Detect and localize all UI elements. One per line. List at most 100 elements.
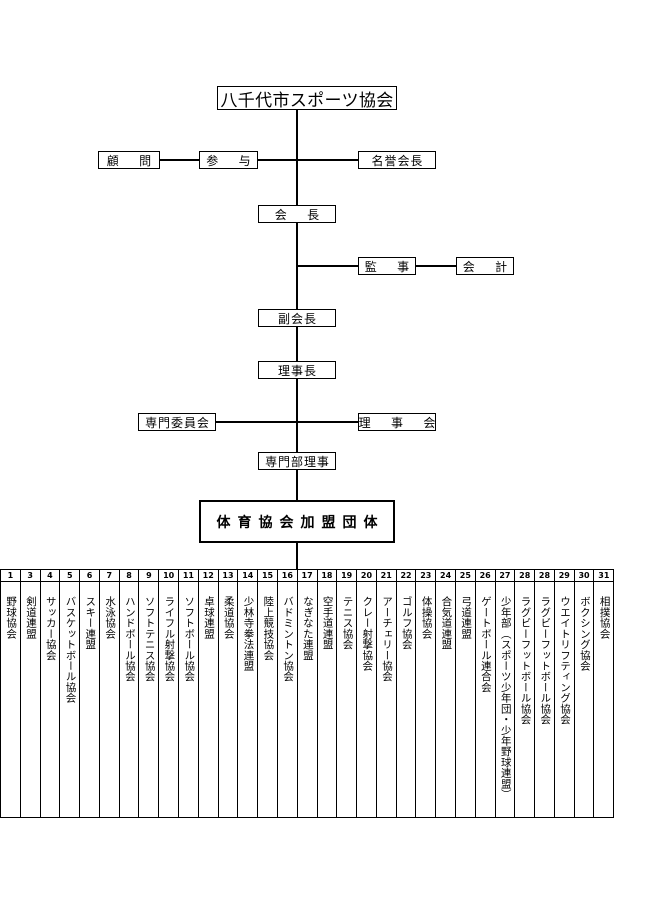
member-name: ソフトボール協会 xyxy=(183,596,196,682)
member-name: 弓道連盟 xyxy=(460,596,473,639)
member-number: 17 xyxy=(297,570,317,582)
member-column: 26 ゲートボール連合会 xyxy=(474,570,495,817)
member-number: 18 xyxy=(317,570,337,582)
member-number: 7 xyxy=(99,570,119,582)
member-column: 22 ゴルフ協会 xyxy=(395,570,416,817)
member-number: 30 xyxy=(574,570,594,582)
president-box: 会 長 xyxy=(258,205,336,223)
member-name: ゴルフ協会 xyxy=(400,596,413,650)
member-column: 21 アーチェリー協会 xyxy=(375,570,396,817)
advisor-box: 顧 問 xyxy=(98,151,160,169)
member-name: 空手道連盟 xyxy=(321,596,334,650)
member-name: なぎなた連盟 xyxy=(301,596,314,661)
member-number: 13 xyxy=(218,570,238,582)
member-number: 31 xyxy=(594,570,614,582)
dept-director-box: 専門部理事 xyxy=(258,452,336,470)
member-column: 11 ソフトボール協会 xyxy=(178,570,198,817)
member-name: ボクシング協会 xyxy=(578,596,591,671)
member-name: ウエイトリフティング協会 xyxy=(559,596,572,725)
member-name: 水泳協会 xyxy=(104,596,117,639)
member-name: サッカー協会 xyxy=(44,596,57,661)
board-box: 理 事 会 xyxy=(358,413,436,431)
member-number: 11 xyxy=(179,570,198,582)
member-number: 24 xyxy=(436,570,455,582)
member-number: 28 xyxy=(535,570,554,582)
member-column: 13 柔道協会 xyxy=(217,570,238,817)
member-name: 卓球連盟 xyxy=(202,596,215,639)
member-name: ハンドボール協会 xyxy=(123,596,136,682)
auditor-box: 監 事 xyxy=(358,257,416,275)
member-number: 6 xyxy=(80,570,99,582)
member-name: スキー連盟 xyxy=(84,596,97,650)
member-name: アーチェリー協会 xyxy=(381,596,393,682)
member-column: 1 野球協会 xyxy=(1,570,20,817)
member-number: 12 xyxy=(198,570,218,582)
federations-box: 体育協会加盟団体 xyxy=(199,500,395,543)
member-column: 24 合気道連盟 xyxy=(435,570,455,817)
member-column: 3 剣道連盟 xyxy=(19,570,40,817)
honorary-president-box: 名誉会長 xyxy=(358,151,436,169)
member-number: 20 xyxy=(357,570,376,582)
member-number: 28 xyxy=(515,570,535,582)
member-column: 4 サッカー協会 xyxy=(39,570,60,817)
member-name: 剣道連盟 xyxy=(24,596,37,639)
member-column: 16 バドミントン協会 xyxy=(276,570,297,817)
member-column: 31 相撲協会 xyxy=(593,570,614,817)
member-column: 7 水泳協会 xyxy=(98,570,119,817)
member-number: 25 xyxy=(455,570,475,582)
member-name: ラグビーフットボール協会 xyxy=(519,596,532,725)
committee-box: 専門委員会 xyxy=(138,413,216,431)
member-name: 相撲協会 xyxy=(598,596,611,639)
member-name: ソフトテニス協会 xyxy=(143,596,156,682)
member-number: 16 xyxy=(277,570,297,582)
member-name: テニス協会 xyxy=(341,596,354,650)
member-name: バスケットボール協会 xyxy=(64,596,77,704)
member-name: 合気道連盟 xyxy=(440,596,453,650)
member-number: 8 xyxy=(119,570,139,582)
member-name: 少年部（スポーツ少年団・少年野球連盟） xyxy=(499,596,512,800)
member-number: 26 xyxy=(475,570,495,582)
member-column: 28 ラグビーフットボール協会 xyxy=(534,570,554,817)
member-number: 14 xyxy=(238,570,258,582)
member-number: 1 xyxy=(1,570,20,582)
member-name: バドミントン協会 xyxy=(282,596,295,682)
member-number: 19 xyxy=(337,570,357,582)
member-number: 15 xyxy=(258,570,277,582)
member-name: ライフル射撃協会 xyxy=(163,596,176,682)
member-column: 18 空手道連盟 xyxy=(316,570,337,817)
member-number: 23 xyxy=(416,570,436,582)
chairman-box: 理事長 xyxy=(258,361,336,379)
member-column: 20 クレー射撃協会 xyxy=(356,570,376,817)
member-number: 5 xyxy=(60,570,80,582)
member-name: ゲートボール連合会 xyxy=(479,596,492,693)
accountant-box: 会 計 xyxy=(456,257,514,275)
member-column: 12 卓球連盟 xyxy=(197,570,218,817)
member-organizations-table: 1 野球協会 3 剣道連盟 4 サッカー協会 5 バスケットボール協会 6 スキー連盟 7 水泳協会 8… xyxy=(0,569,614,818)
councilor-box: 参 与 xyxy=(199,151,258,169)
org-top-box: 八千代市スポーツ協会 xyxy=(217,86,397,111)
member-name: 野球協会 xyxy=(5,596,18,639)
member-name: ラグビーフットボール協会 xyxy=(539,596,552,725)
member-number: 22 xyxy=(396,570,416,582)
vice-president-box: 副会長 xyxy=(258,309,336,327)
member-column: 29 ウエイトリフティング協会 xyxy=(553,570,574,817)
member-column: 17 なぎなた連盟 xyxy=(296,570,317,817)
member-column: 28 ラグビーフットボール協会 xyxy=(514,570,535,817)
member-column: 10 ライフル射撃協会 xyxy=(158,570,179,817)
member-number: 21 xyxy=(376,570,396,582)
member-number: 29 xyxy=(554,570,574,582)
member-name: 柔道協会 xyxy=(222,596,235,639)
member-number: 3 xyxy=(20,570,40,582)
member-number: 10 xyxy=(159,570,179,582)
member-column: 5 バスケットボール協会 xyxy=(59,570,80,817)
member-number: 4 xyxy=(40,570,60,582)
member-column: 30 ボクシング協会 xyxy=(573,570,594,817)
member-name: クレー射撃協会 xyxy=(361,596,374,671)
member-column: 6 スキー連盟 xyxy=(79,570,99,817)
